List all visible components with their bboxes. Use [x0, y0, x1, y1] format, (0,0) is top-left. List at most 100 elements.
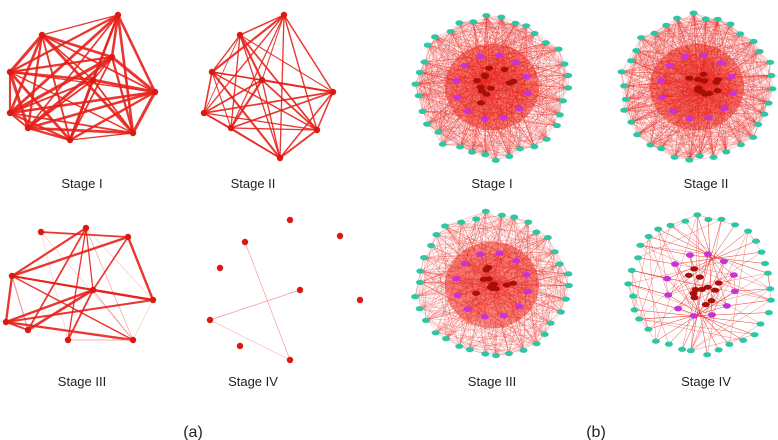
hub-node: [499, 312, 508, 319]
network-edge: [419, 72, 485, 119]
network-edge: [697, 19, 718, 80]
network-edge: [415, 83, 547, 140]
network-edge: [509, 82, 558, 126]
network-edge: [456, 56, 481, 81]
core-node: [684, 272, 693, 278]
network-node: [329, 88, 337, 96]
network-edge: [693, 12, 731, 25]
network-edge: [698, 41, 754, 80]
network-edge: [508, 291, 528, 354]
network-edge: [545, 42, 560, 115]
network-edge: [419, 282, 485, 317]
network-edge: [640, 37, 662, 81]
panel-label-a: (a): [183, 424, 203, 440]
network-edge: [459, 22, 478, 81]
network-edge: [624, 85, 725, 109]
network-edge: [427, 75, 569, 125]
network-edge: [624, 85, 690, 119]
network-edge: [509, 25, 527, 157]
core-node: [685, 75, 694, 81]
hub-node: [515, 105, 524, 112]
network-b-stage-2: [617, 10, 777, 163]
leaf-node: [768, 86, 777, 92]
network-edge: [426, 123, 443, 145]
network-edge: [519, 76, 527, 109]
network-node: [37, 228, 45, 236]
network-edge: [693, 219, 722, 316]
leaf-node: [427, 242, 436, 249]
leaf-node: [704, 216, 713, 223]
network-edge: [9, 112, 29, 129]
network-edge: [431, 237, 548, 246]
hub-node: [674, 305, 683, 312]
network-edge: [489, 67, 510, 84]
network-edge: [759, 51, 765, 115]
hub-node: [663, 275, 672, 282]
leaf-node: [532, 229, 541, 235]
network-edge: [41, 14, 119, 36]
network-edge: [261, 79, 318, 131]
network-edge: [726, 299, 771, 307]
stage-label-b-4: Stage IV: [681, 374, 731, 389]
leaf-node: [561, 296, 570, 302]
network-edge: [648, 236, 708, 255]
network-edge: [650, 118, 690, 146]
leaf-node: [726, 21, 735, 27]
network-edge: [418, 95, 485, 119]
network-edge: [689, 41, 754, 79]
leaf-node: [556, 309, 565, 315]
network-edge: [471, 93, 528, 153]
leaf-node: [432, 232, 441, 238]
network-edge: [704, 55, 732, 77]
leaf-node: [411, 81, 420, 87]
network-node: [216, 264, 224, 272]
network-edge: [424, 254, 481, 258]
network-edge: [239, 14, 285, 36]
network-edge: [648, 236, 657, 342]
network-edge: [69, 132, 134, 141]
leaf-node: [634, 255, 643, 261]
hub-node: [452, 275, 461, 282]
network-edge: [459, 293, 477, 347]
leaf-node: [722, 149, 731, 155]
network-edge: [661, 117, 709, 149]
network-edge: [444, 225, 504, 316]
leaf-node: [554, 46, 563, 52]
network-edge: [211, 34, 241, 73]
network-edge: [640, 221, 686, 246]
network-edge: [717, 51, 760, 80]
network-edge: [708, 51, 760, 118]
network-edge: [41, 33, 113, 59]
network-edge: [637, 257, 670, 345]
leaf-node: [416, 279, 424, 285]
leaf-node: [468, 149, 477, 155]
leaf-node: [530, 30, 539, 37]
network-edge: [450, 31, 500, 56]
network-edge: [456, 278, 484, 280]
network-edge: [492, 260, 517, 285]
network-edge: [638, 257, 676, 265]
network-edge: [494, 283, 528, 292]
network-edge: [526, 273, 569, 275]
leaf-node: [736, 31, 745, 37]
network-edge: [485, 211, 528, 292]
network-edge: [436, 234, 458, 296]
network-edge: [464, 21, 474, 66]
leaf-node: [482, 13, 491, 19]
hub-node: [658, 94, 667, 101]
network-edge: [11, 275, 134, 341]
network-edge: [464, 263, 489, 280]
network-edge: [545, 42, 569, 76]
network-edge: [464, 65, 478, 81]
hub-node: [522, 271, 531, 278]
network-edge: [625, 99, 690, 119]
leaf-node: [438, 141, 447, 147]
hub-node: [657, 77, 666, 84]
network-edge: [456, 62, 517, 81]
leaf-node: [627, 58, 636, 64]
leaf-node: [510, 214, 519, 220]
network-edge: [467, 80, 478, 112]
network-edge: [425, 320, 447, 339]
network-edge: [434, 36, 517, 63]
network-edge: [690, 254, 709, 351]
